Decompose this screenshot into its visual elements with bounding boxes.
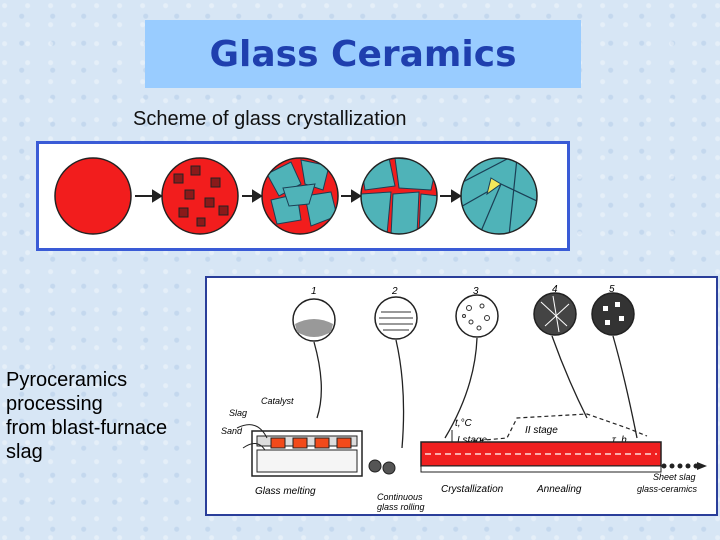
rolling-rollers xyxy=(369,460,395,474)
side-caption: Pyroceramics processing from blast-furna… xyxy=(6,368,167,464)
crystallization-label: Crystallization xyxy=(441,484,504,495)
stage-crystallized-circle xyxy=(459,158,539,236)
stage-growth-circle xyxy=(262,158,338,234)
processing-diagram: 1 2 3 4 5 xyxy=(205,276,718,516)
continuous-label: Continuous xyxy=(377,492,423,502)
melting-furnace xyxy=(252,431,362,476)
page-title: Glass Ceramics xyxy=(145,34,581,75)
side-caption-line: processing xyxy=(6,392,167,416)
arrow-3 xyxy=(341,191,360,201)
side-caption-line: Pyroceramics xyxy=(6,368,167,392)
title-banner: Glass Ceramics xyxy=(145,20,581,88)
crystallization-svg xyxy=(39,144,567,248)
micro-circle-3 xyxy=(456,295,498,337)
arrow-2 xyxy=(242,191,261,201)
crystallization-kiln xyxy=(421,442,661,472)
catalyst-label: Catalyst xyxy=(261,396,294,406)
processing-svg: 1 2 3 4 5 xyxy=(207,278,716,514)
annealing-label: Annealing xyxy=(536,484,582,495)
glass-melting-label: Glass melting xyxy=(255,486,316,497)
side-caption-line: from blast-furnace xyxy=(6,416,167,440)
micro-circle-5 xyxy=(592,293,634,335)
stage-impingement-circle xyxy=(359,158,439,236)
glass-rolling-label: glass rolling xyxy=(377,502,425,512)
scheme-caption: Scheme of glass crystallization xyxy=(133,108,406,131)
output-arrow xyxy=(697,462,707,470)
stage-glass-circle xyxy=(55,158,131,234)
output-rollers xyxy=(662,464,699,469)
micro-circle-4 xyxy=(534,293,576,335)
temp-axis-label: t,°C xyxy=(455,418,473,429)
stage-number-2: 2 xyxy=(391,286,398,297)
slag-label: Slag xyxy=(229,408,247,418)
stage-number-1: 1 xyxy=(311,286,317,297)
crystallization-scheme xyxy=(36,141,570,251)
sand-label: Sand xyxy=(221,426,243,436)
arrow-4 xyxy=(440,191,460,201)
micro-circle-1 xyxy=(293,299,335,341)
micro-circle-2 xyxy=(375,297,417,339)
glass-ceramics-label: glass-ceramics xyxy=(637,484,698,494)
arrow-1 xyxy=(135,191,161,201)
side-caption-line: slag xyxy=(6,440,167,464)
stage-two-label: II stage xyxy=(525,425,558,436)
sheet-slag-label: Sheet slag xyxy=(653,472,696,482)
stage-nucleation-circle xyxy=(162,158,238,234)
